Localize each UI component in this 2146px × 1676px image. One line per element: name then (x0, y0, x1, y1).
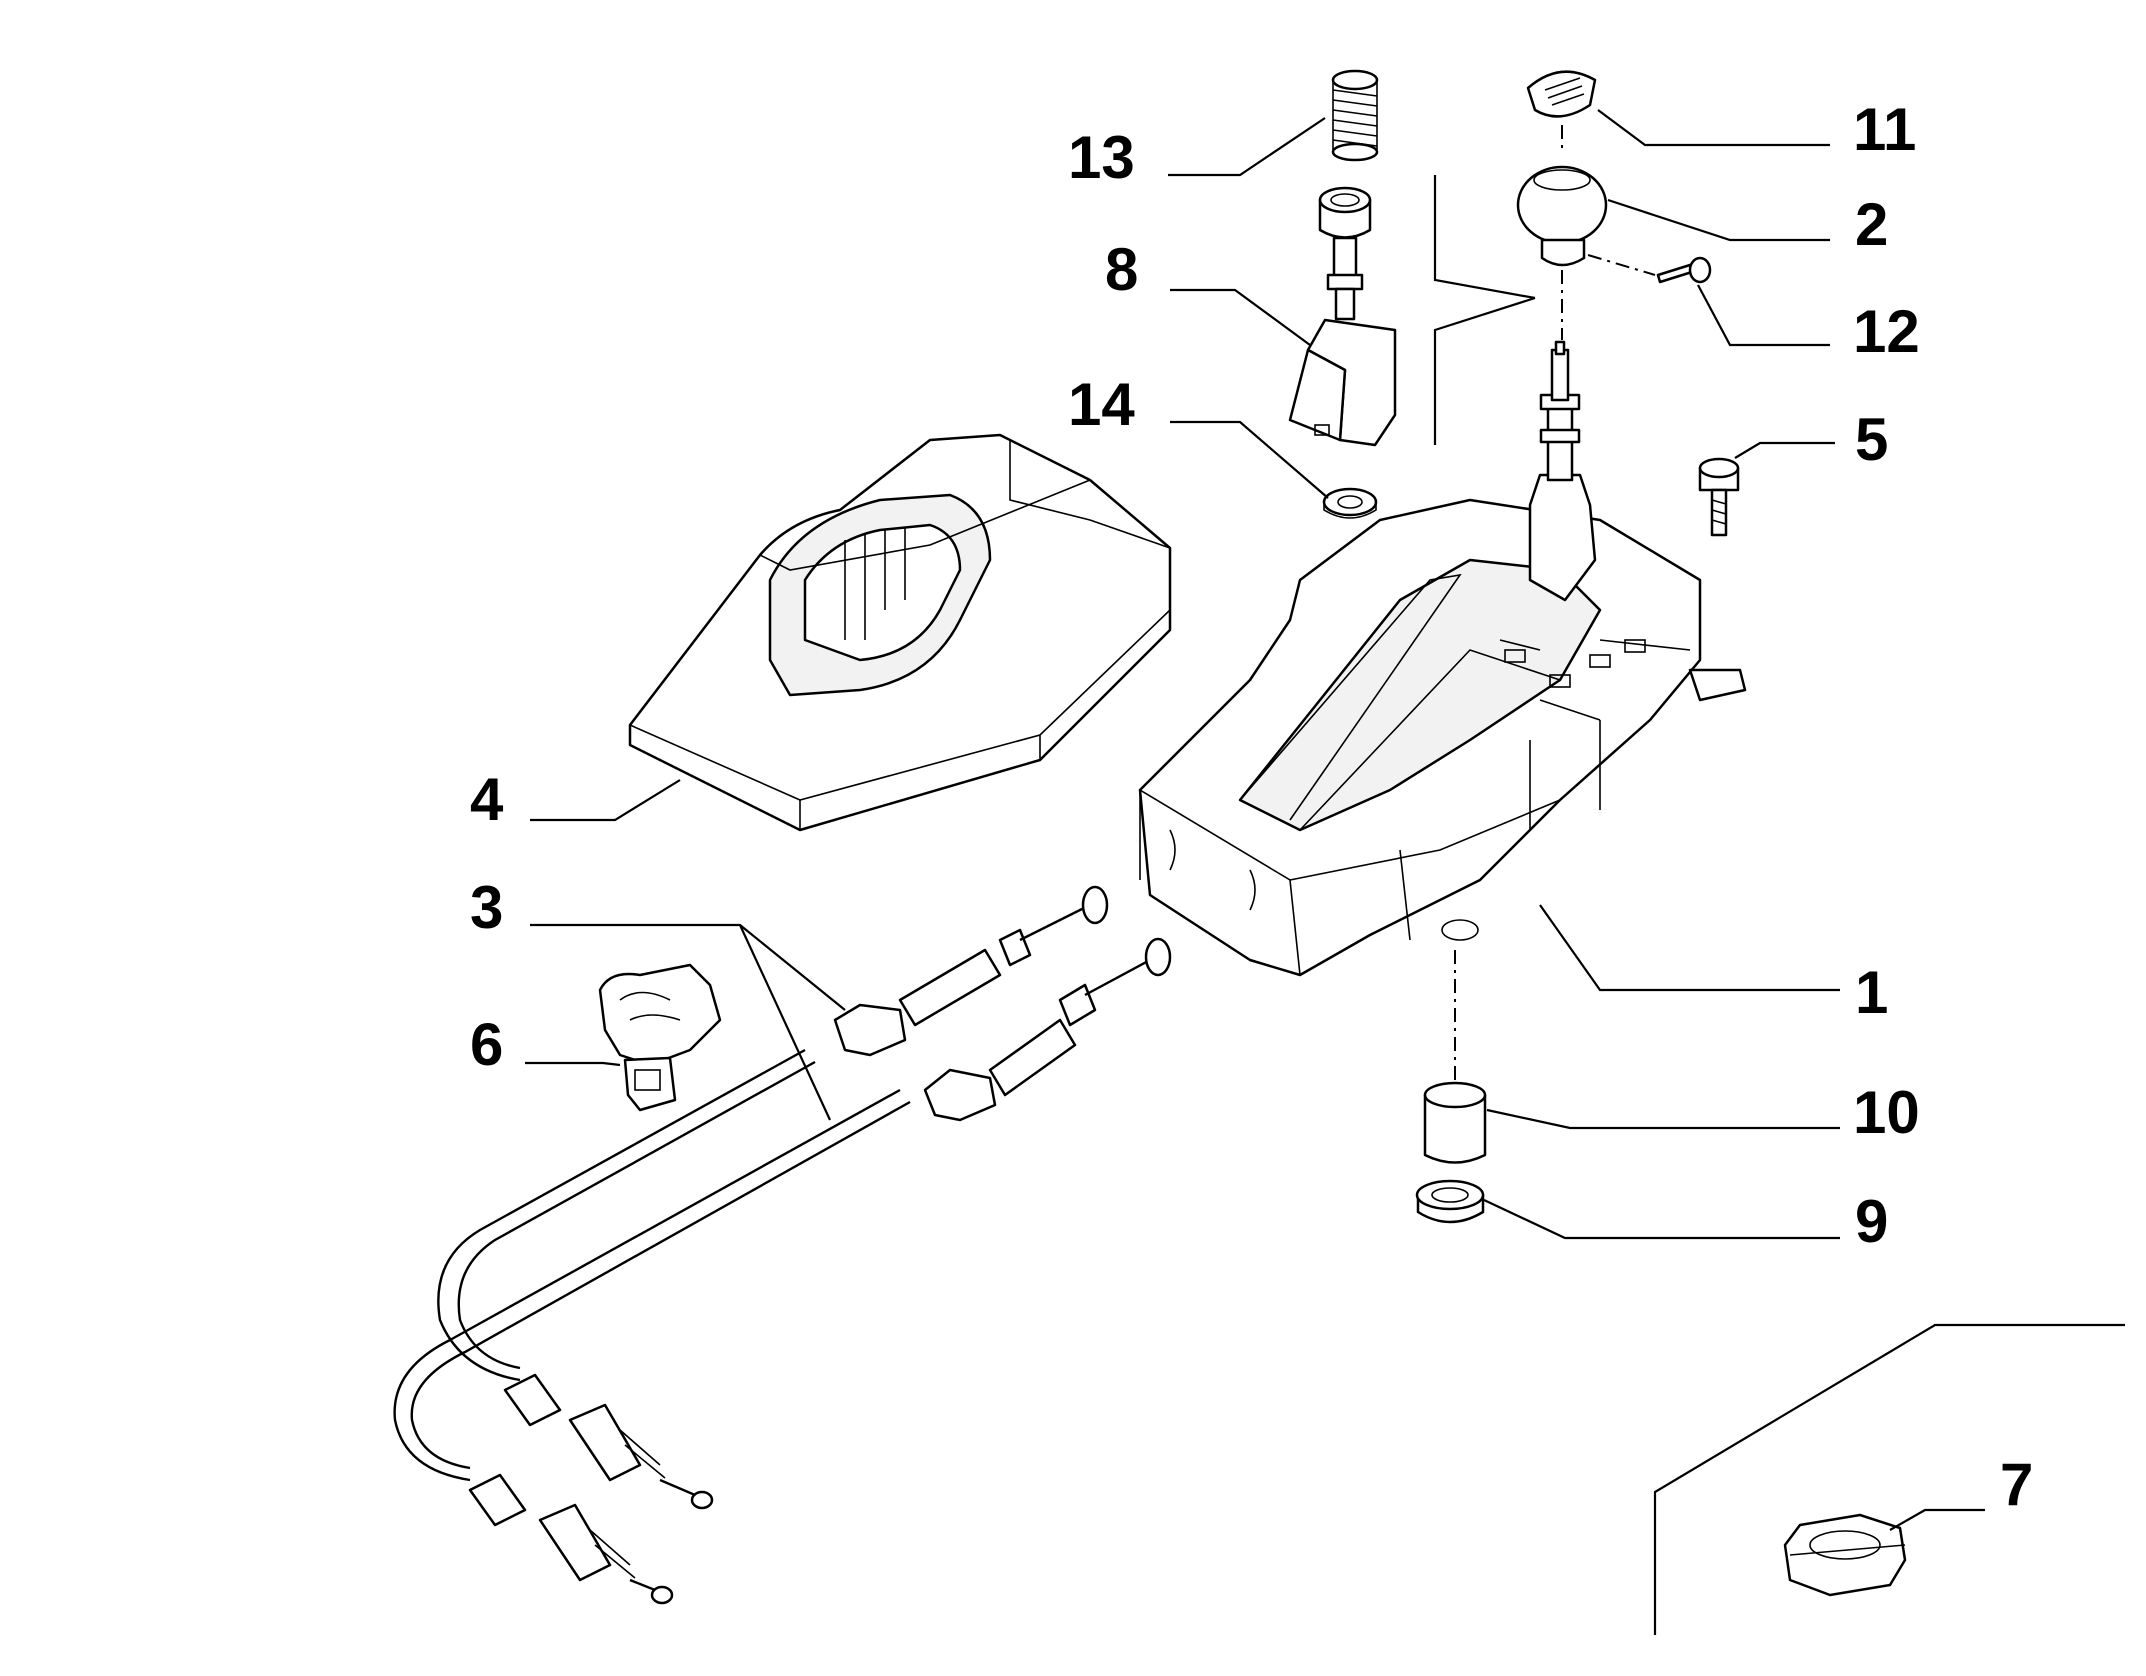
part-8-reverse-lockout[interactable] (1288, 186, 1397, 447)
part-11-knob-cap[interactable] (1526, 70, 1597, 118)
callout-5: 5 (1855, 406, 1888, 473)
callout-8: 8 (1105, 236, 1138, 303)
leader-13 (1168, 117, 1326, 177)
part-2-gear-knob[interactable] (1516, 165, 1608, 267)
callout-10: 10 (1853, 1079, 1920, 1146)
callout-2: 2 (1855, 191, 1888, 258)
callout-7: 7 (2000, 1451, 2033, 1518)
part-14-washer[interactable] (1322, 487, 1378, 519)
part-5-bolt[interactable] (1698, 457, 1740, 537)
leader-3b (739, 924, 831, 1121)
leader-4 (530, 779, 681, 822)
part-10-bushing[interactable] (1423, 1081, 1487, 1164)
part-13-spring[interactable] (1331, 69, 1379, 162)
leader-11 (1597, 109, 1830, 147)
leader-10 (1486, 1108, 1840, 1130)
inset-frame (1653, 1323, 2125, 1635)
leader-14 (1170, 420, 1329, 499)
part-9-grommet[interactable] (1415, 1179, 1485, 1224)
callout-4: 4 (470, 766, 504, 833)
callout-11: 11 (1853, 96, 1916, 163)
part-1-shifter-housing[interactable] (1138, 498, 1747, 977)
part-6-cable-clip[interactable] (598, 963, 722, 1112)
callout-12: 12 (1853, 298, 1920, 365)
leader-2 (1607, 198, 1830, 242)
leader-6 (525, 1061, 621, 1067)
leader-1 (1539, 904, 1840, 992)
callout-6: 6 (470, 1011, 503, 1078)
axis-screw (1587, 254, 1656, 276)
leader-8 (1170, 288, 1311, 346)
callout-1: 1 (1855, 959, 1888, 1026)
leader-7 (1889, 1508, 1985, 1531)
callout-3: 3 (470, 874, 503, 941)
leader-9 (1483, 1199, 1840, 1240)
callout-14: 14 (1068, 371, 1135, 438)
callout-9: 9 (1855, 1188, 1888, 1255)
part-3-cables[interactable] (393, 885, 1172, 1605)
gear-lever-shaft[interactable] (1528, 340, 1597, 602)
leader-5 (1734, 441, 1835, 459)
part-7-hex-nut[interactable] (1783, 1513, 1907, 1597)
callout-labels: 1 2 3 4 5 6 7 8 9 10 11 12 13 14 (470, 96, 2033, 1518)
part-4-cover[interactable] (628, 433, 1172, 832)
group-bracket (1433, 175, 1536, 445)
part-12-screw[interactable] (1656, 256, 1712, 284)
callout-13: 13 (1068, 124, 1135, 191)
leader-lines (525, 109, 1985, 1531)
leader-12 (1697, 284, 1830, 347)
